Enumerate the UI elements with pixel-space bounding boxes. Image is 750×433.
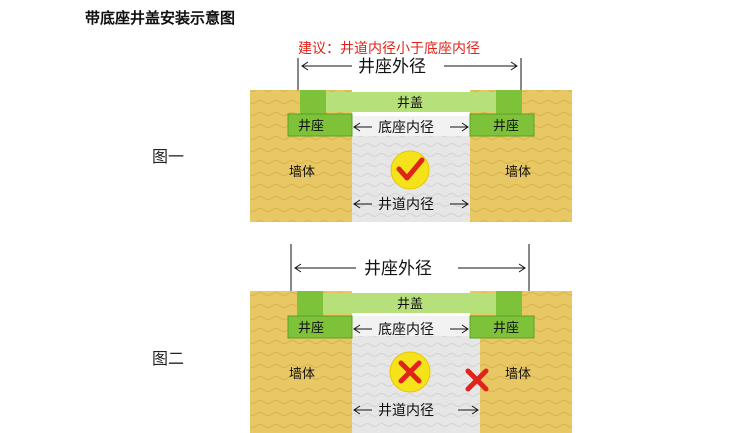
base-inner-band xyxy=(352,316,470,336)
figure-1: 图一 建议：井道内径小于底座内径 井座外径 井座 井座 井盖 底座内径 xyxy=(152,41,572,222)
seat-right-label: 井座 xyxy=(493,119,519,134)
page-title: 带底座井盖安装示意图 xyxy=(85,9,235,27)
seat-right-label: 井座 xyxy=(493,321,519,336)
wall-left-label: 墙体 xyxy=(289,367,315,382)
outer-dim-arrow-left xyxy=(301,61,309,71)
wall-right-label: 墙体 xyxy=(505,367,531,382)
manhole-cover xyxy=(323,293,496,313)
seat-upper-left xyxy=(297,291,323,317)
wall-right-label: 墙体 xyxy=(505,165,531,180)
base-dim-arrow-right xyxy=(461,324,469,334)
base-inner-label: 底座内径 xyxy=(378,322,434,338)
seat-upper-right xyxy=(496,90,522,116)
seat-right xyxy=(469,113,535,137)
base-dim-arrow-left xyxy=(353,324,361,334)
shaft-dim-arrow-left xyxy=(353,405,361,415)
wall-left-label: 墙体 xyxy=(289,165,315,180)
shaft-inner-label: 井道内径 xyxy=(378,197,434,213)
manhole-cover xyxy=(326,92,496,112)
seat-upper-right xyxy=(496,291,522,317)
outer-dim-arrow-left xyxy=(294,263,302,273)
shaft-dim-arrow-left xyxy=(353,199,361,209)
seat-left-label: 井座 xyxy=(298,321,324,336)
base-inner-label: 底座内径 xyxy=(378,120,434,136)
seat-left xyxy=(287,315,353,339)
seat-right xyxy=(469,315,535,339)
shaft-dim-arrow-right xyxy=(461,199,469,209)
shaft-inner-label: 井道内径 xyxy=(378,403,434,419)
outer-dim-arrow-right xyxy=(510,61,518,71)
seat-left xyxy=(287,113,353,137)
base-dim-arrow-right xyxy=(461,122,469,132)
outer-dim-arrow-right xyxy=(518,263,526,273)
wall-cross-icon xyxy=(465,368,489,392)
seat-left-label: 井座 xyxy=(298,119,324,134)
base-inner-band xyxy=(352,116,470,136)
cover-label: 井盖 xyxy=(397,297,423,312)
check-icon xyxy=(390,150,430,190)
cross-icon xyxy=(389,351,431,393)
base-dim-arrow-left xyxy=(353,122,361,132)
figure-2: 图二 井座外径 井座 井座 井盖 底座内径 xyxy=(152,244,572,433)
outer-diameter-label: 井座外径 xyxy=(364,259,432,279)
figure-1-recommendation: 建议：井道内径小于底座内径 xyxy=(298,41,480,57)
seat-upper-left xyxy=(300,90,326,116)
shaft-dim-arrow-right xyxy=(471,405,479,415)
outer-diameter-label: 井座外径 xyxy=(358,57,426,77)
cover-label: 井盖 xyxy=(397,96,423,111)
figure-2-label: 图二 xyxy=(152,349,184,368)
figure-1-label: 图一 xyxy=(152,147,184,166)
